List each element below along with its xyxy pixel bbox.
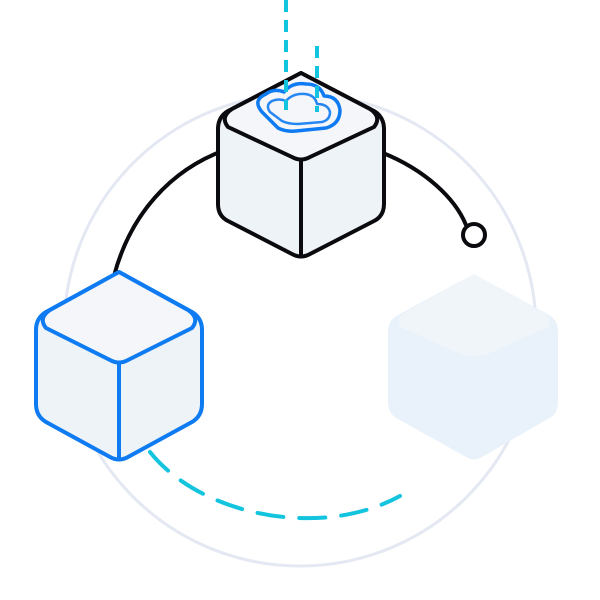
connection-cloud-to-right: [381, 151, 468, 227]
right-cube-top: [398, 274, 550, 357]
left-cube: [34, 270, 204, 462]
connection-endpoint-circle: [461, 222, 487, 248]
cloud-icon: [256, 81, 342, 133]
dashed-connection: [148, 450, 402, 521]
cloud-cube: [216, 71, 386, 259]
right-cube: [388, 274, 558, 460]
connection-left-to-cloud: [112, 148, 227, 278]
cloud-icon-inner: [266, 92, 332, 126]
